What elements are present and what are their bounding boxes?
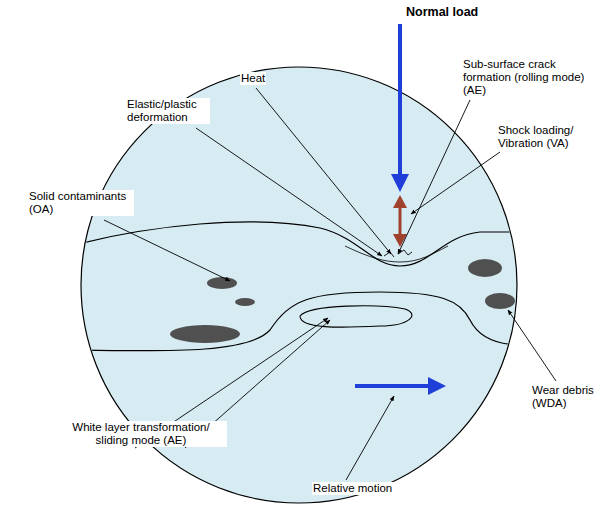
lower-surface [78,292,522,351]
force-label: Normal load [405,6,479,19]
deformed-zone [345,246,448,262]
particles [170,259,515,343]
effect-label: White layer transformation/ sliding mode… [55,421,227,447]
load-arrows [355,24,446,395]
white-layer [300,306,412,327]
motion-label: Relative motion [312,482,393,495]
effect-label: Sub-surface crack formation (rolling mod… [462,58,594,97]
contaminant-label: Solid contaminants (OA) [28,190,134,216]
debris-label: Wear debris (WDA) [531,384,597,410]
effect-label: Shock loading/ Vibration (VA) [497,124,589,150]
effect-label: Heat [240,72,266,85]
effect-label: Elastic/plastic deformation [126,98,210,124]
upper-surface [78,222,522,266]
